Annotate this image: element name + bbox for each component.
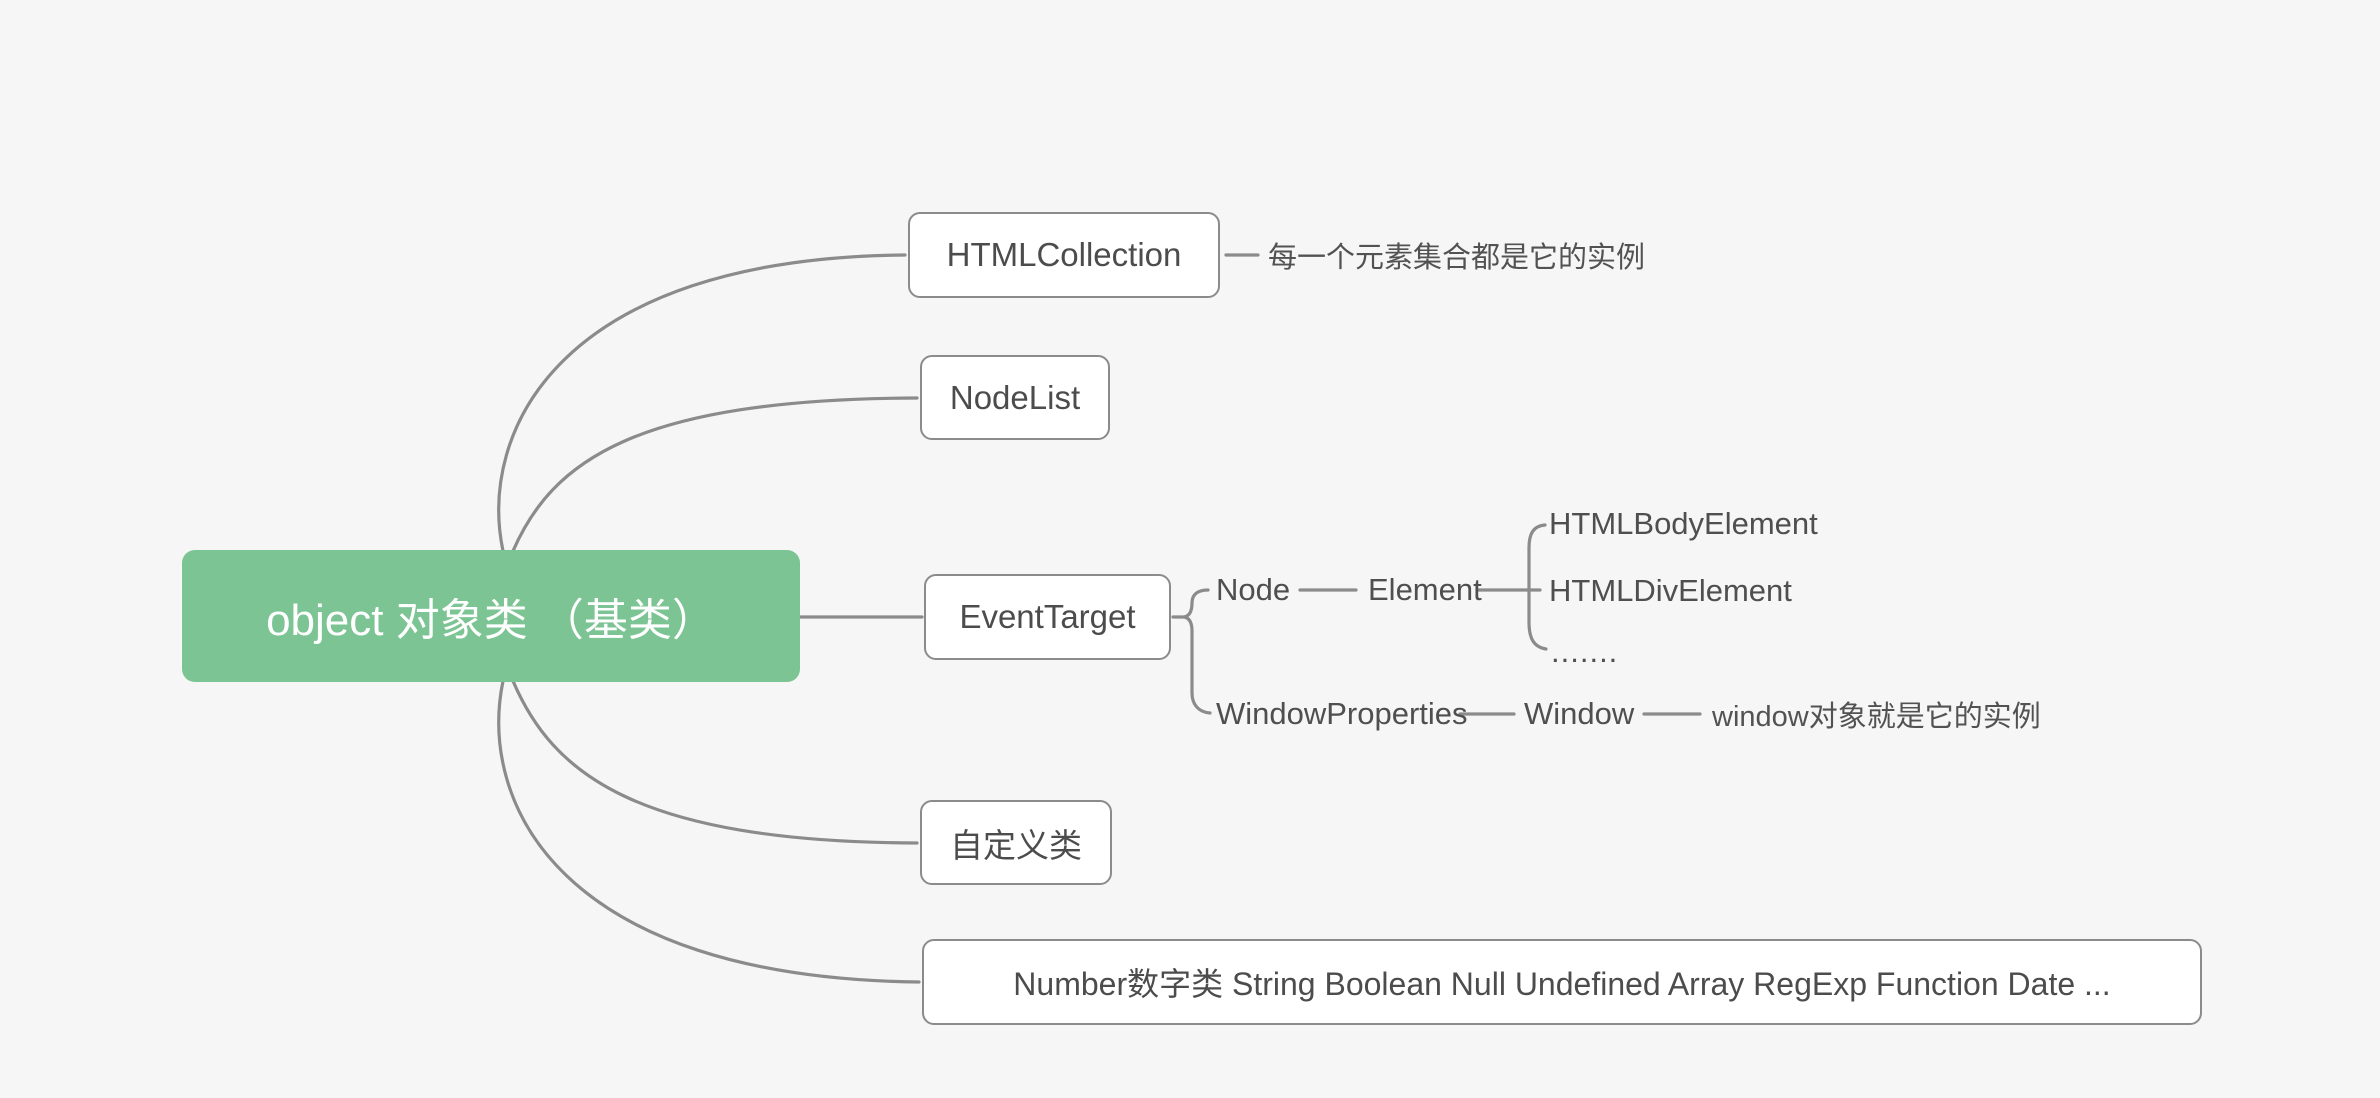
subtopic-node[interactable]: Node <box>1216 572 1290 608</box>
note-htmlcollection-instance[interactable]: 每一个元素集合都是它的实例 <box>1268 234 1645 276</box>
connector-root-customclass <box>511 679 919 845</box>
note-htmlcollection-text: 每一个元素集合都是它的实例 <box>1268 242 1646 274</box>
topic-custom-class-label: 自定义类 <box>950 826 1082 864</box>
subtopic-htmldivelement-label: HTMLDivElement <box>1549 573 1792 608</box>
topic-nodelist[interactable]: NodeList <box>920 355 1110 440</box>
subtopic-ellipsis-more[interactable]: ....... <box>1551 634 1618 670</box>
topic-primitive-types-label: Number数字类 String Boolean Null Undefined … <box>1013 966 2111 1002</box>
connector-element-bracket <box>1527 523 1548 651</box>
subtopic-htmldivelement[interactable]: HTMLDivElement <box>1549 573 1792 609</box>
connector-root-primitives <box>497 679 921 984</box>
subtopic-htmlbodyelement-label: HTMLBodyElement <box>1549 506 1818 541</box>
connector-root-htmlcollection <box>497 253 907 553</box>
note-window-text: window对象就是它的实例 <box>1712 701 2041 733</box>
connector-root-nodelist <box>511 396 919 553</box>
topic-primitive-types[interactable]: Number数字类 String Boolean Null Undefined … <box>922 939 2202 1025</box>
subtopic-windowproperties[interactable]: WindowProperties <box>1216 696 1468 732</box>
subtopic-ellipsis-label: ....... <box>1551 634 1619 669</box>
subtopic-element[interactable]: Element <box>1368 572 1482 608</box>
root-topic-object-base-class[interactable]: object 对象类 （基类） <box>182 550 800 682</box>
subtopic-node-label: Node <box>1216 572 1291 607</box>
topic-eventtarget-label: EventTarget <box>959 598 1136 635</box>
root-topic-label: object 对象类 （基类） <box>266 596 716 645</box>
subtopic-window[interactable]: Window <box>1524 696 1634 732</box>
subtopic-windowproperties-label: WindowProperties <box>1216 696 1468 731</box>
subtopic-htmlbodyelement[interactable]: HTMLBodyElement <box>1549 506 1818 542</box>
topic-custom-class[interactable]: 自定义类 <box>920 800 1112 885</box>
connector-fork-node <box>1182 588 1210 619</box>
topic-eventtarget[interactable]: EventTarget <box>924 574 1171 660</box>
connector-fork-windowproperties <box>1182 615 1212 715</box>
topic-htmlcollection-label: HTMLCollection <box>946 236 1182 273</box>
subtopic-window-label: Window <box>1524 696 1635 731</box>
topic-nodelist-label: NodeList <box>949 378 1081 416</box>
note-window-instance[interactable]: window对象就是它的实例 <box>1712 693 2041 735</box>
topic-htmlcollection[interactable]: HTMLCollection <box>908 212 1220 298</box>
subtopic-element-label: Element <box>1368 572 1482 607</box>
